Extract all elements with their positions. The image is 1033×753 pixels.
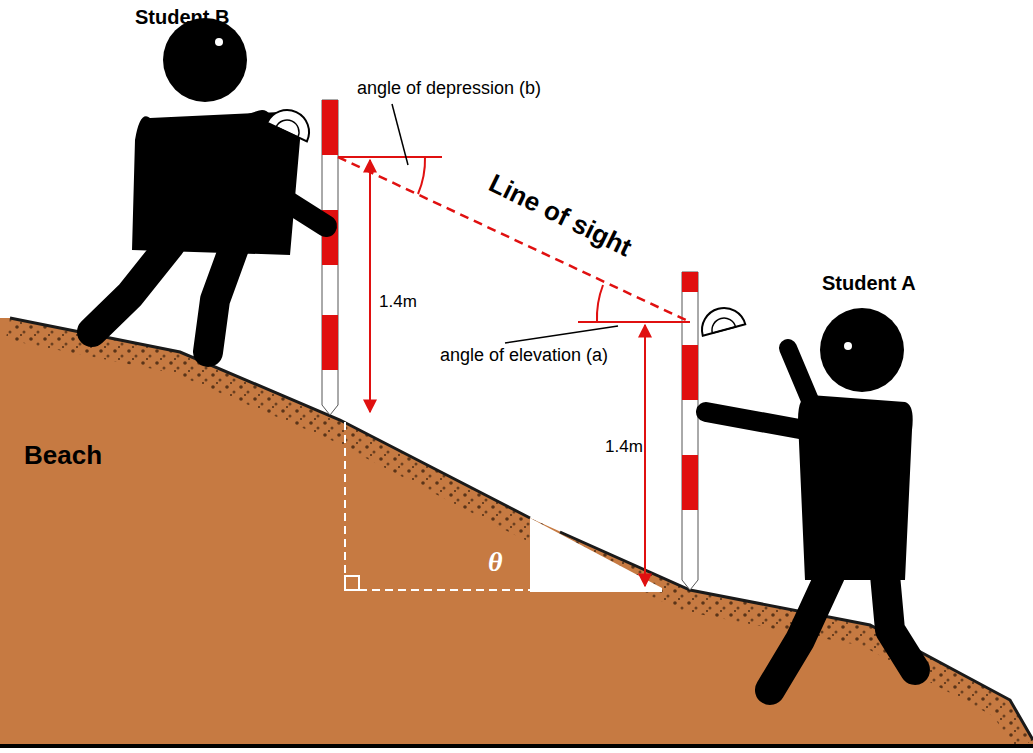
right-angle-mark [345, 576, 359, 590]
line-of-sight-label: Line of sight [484, 167, 636, 263]
angle-symbol: θ [488, 546, 503, 578]
dimension-label: 1.4m [605, 437, 643, 457]
elevation-arc [597, 285, 603, 322]
line-of-sight [338, 157, 690, 322]
dimension-label: 1.4m [379, 292, 417, 312]
student-a-figure [697, 303, 915, 690]
student-label: Student A [822, 272, 916, 295]
horizontal-b [338, 156, 442, 158]
cutout [530, 518, 662, 592]
angle-label: angle of elevation (a) [440, 345, 608, 366]
triangle-dashed [345, 422, 662, 590]
region-label: Beach [24, 440, 102, 471]
depression-arc [418, 157, 425, 194]
horizontal-a [578, 321, 690, 323]
ranging-pole-b [322, 100, 338, 415]
angle-label: angle of depression (b) [357, 78, 541, 99]
student-label: Student B [135, 6, 229, 29]
height-arrow [369, 160, 371, 412]
base-line [0, 744, 1033, 748]
leader-line [392, 104, 408, 165]
leader-line [505, 326, 618, 343]
height-arrow [644, 325, 646, 586]
student-b-figure [92, 18, 326, 352]
